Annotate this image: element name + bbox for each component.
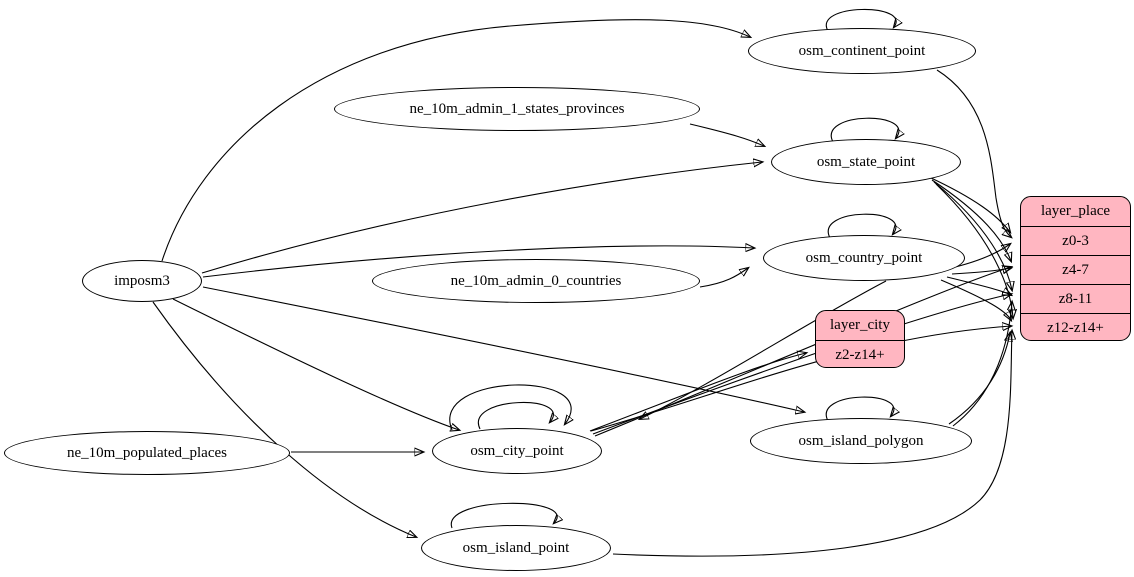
edge-osm_country_point-z4-7 <box>951 268 1011 275</box>
edge-imposm3-osm_state_point <box>201 162 762 274</box>
edge-osm_state_point-z0-3 <box>928 176 1010 232</box>
node-osm-island-point: osm_island_point <box>421 525 611 571</box>
edge-imposm3-osm_continent_point <box>161 19 750 262</box>
edge-osm_country_point-z8-11 <box>946 276 1011 295</box>
edge-osm_country_point-osm_city_point <box>640 280 887 419</box>
edge-imposm3-osm_city_point <box>172 298 459 430</box>
node-ne-10m-admin-0-countries: ne_10m_admin_0_countries <box>372 259 700 303</box>
record-layer-city: layer_city z2-z14+ <box>815 310 905 368</box>
selfloop-osm_country_point <box>827 213 896 239</box>
edge-ne_10m_admin_1_states_provinces-osm_state_point <box>689 123 764 146</box>
node-osm-island-polygon: osm_island_polygon <box>750 418 972 464</box>
layer-place-row-z0-3: z0-3 <box>1021 226 1130 255</box>
edge-imposm3-osm_island_point <box>152 301 416 537</box>
selfloop-osm_city_point-inner <box>477 402 553 430</box>
edge-imposm3-osm_country_point <box>202 246 754 278</box>
layer-place-row-z4-7: z4-7 <box>1021 255 1130 284</box>
selfloop-osm_continent_point <box>825 8 896 32</box>
edge-imposm3-osm_island_polygon <box>202 286 804 412</box>
node-osm-state-point: osm_state_point <box>771 139 961 185</box>
edge-osm_city_point-layer_city_z2 <box>589 353 806 432</box>
edge-osm_city_point-z12-z14 <box>590 326 1011 432</box>
layer-place-row-z12-z14: z12-z14+ <box>1021 313 1130 340</box>
node-osm-continent-point: osm_continent_point <box>748 28 976 74</box>
layer-place-title: layer_place <box>1040 203 1111 219</box>
selfloop-osm_city_point-outer <box>449 384 571 431</box>
node-imposm3: imposm3 <box>82 260 202 302</box>
node-osm-city-point: osm_city_point <box>432 428 602 474</box>
selfloop-osm_island_point <box>450 502 557 529</box>
node-osm-country-point: osm_country_point <box>763 235 965 281</box>
edge-ne_10m_admin_0_countries-osm_country_point <box>699 268 748 288</box>
edge-osm_island_polygon-z8-11 <box>952 302 1012 427</box>
selfloop-osm_island_polygon <box>825 396 894 422</box>
edge-osm_island_polygon-z12-z14 <box>948 333 1010 425</box>
record-layer-place: layer_place z0-3 z4-7 z8-11 z12-z14+ <box>1020 196 1131 341</box>
edge-osm_state_point-z8-11 <box>933 181 1012 290</box>
edge-osm_state_point-z4-7 <box>931 179 1011 261</box>
layer-place-row-z8-11: z8-11 <box>1021 284 1130 313</box>
edge-osm_country_point-z12-z14 <box>940 279 1011 320</box>
layer-city-row-z2-z14: z2-z14+ <box>816 340 904 367</box>
edge-osm_city_point-z8-11 <box>592 294 1011 435</box>
node-ne-10m-populated-places: ne_10m_populated_places <box>4 431 290 475</box>
selfloop-osm_state_point <box>830 117 899 143</box>
node-ne-10m-admin-1-states-provinces: ne_10m_admin_1_states_provinces <box>334 87 700 131</box>
edge-osm_island_point-z12-z14 <box>612 331 1012 557</box>
layer-city-title: layer_city <box>830 317 890 333</box>
